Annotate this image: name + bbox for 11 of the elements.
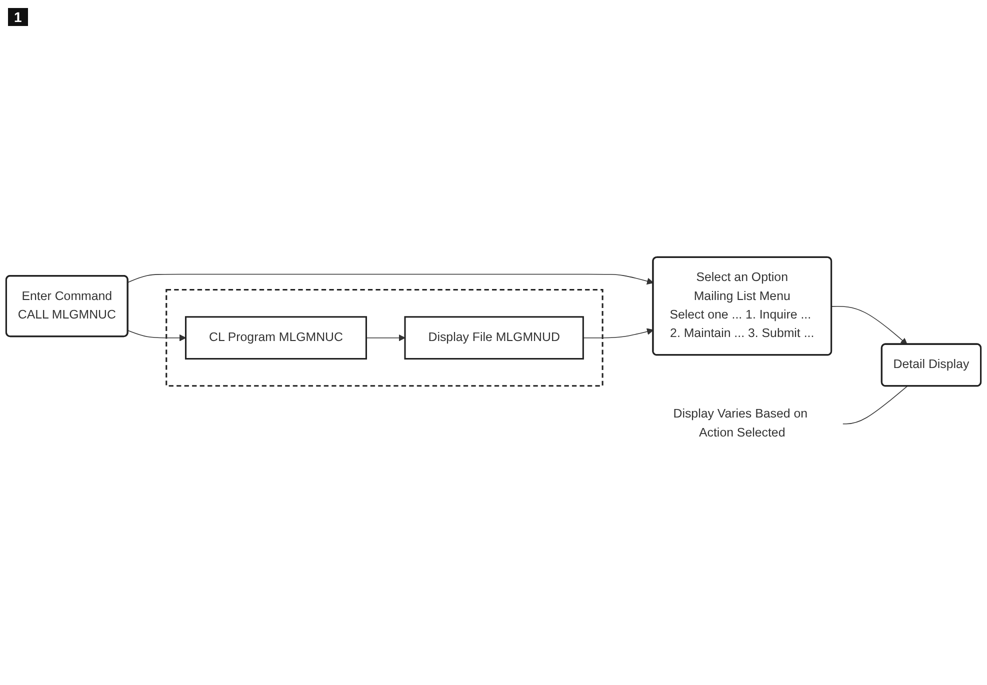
arrow (128, 330, 186, 342)
connector (842, 386, 908, 425)
arrow (831, 306, 908, 346)
arrow (128, 274, 654, 285)
arrow (582, 328, 654, 339)
node-box: Display File MLGMNUD (404, 316, 584, 360)
node-text: Display Varies Based on Action Selected (673, 408, 808, 440)
node-box: CL Program MLGMNUC (184, 316, 367, 360)
arrow (366, 334, 406, 342)
callout-number: 1 (8, 8, 28, 26)
cluster (166, 289, 604, 388)
